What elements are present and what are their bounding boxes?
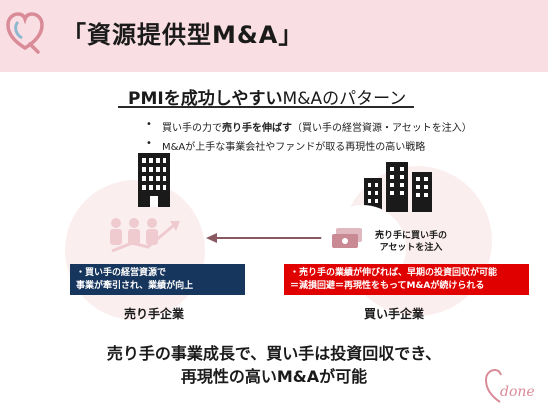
inject-label: 売り手に買い手の アセットを注入 (374, 230, 448, 254)
seller-circle (65, 180, 205, 320)
bullet-item-1: • 買い手の力で売り手を伸ばす（買い手の経営資源・アセットを注入） (146, 119, 472, 134)
bullet-1-post: （買い手の経営資源・アセットを注入） (292, 123, 472, 134)
brand-text: done (500, 384, 535, 400)
bullet-dot: • (146, 138, 152, 149)
seller-label: 売り手企業 (124, 307, 185, 321)
arrow-left-icon (206, 233, 334, 243)
bullet-1-pre: 買い手の力で (162, 123, 222, 134)
buyer-effect-line-1: ・売り手の業績が伸びれば、早期の投資回収が可能 (290, 268, 498, 278)
header-band: 「資源提供型M&A」 (0, 0, 548, 72)
bullet-item-2: • M&Aが上手な事業会社やファンドが取る再現性の高い戦略 (146, 138, 426, 153)
buyer-effect-line-2: ＝減損回避＝再現性をもってM&Aが続けられる (290, 281, 485, 291)
bullet-dot: • (146, 119, 152, 130)
bullet-1-bold: 売り手を伸ばす (222, 123, 292, 134)
buyer-effect-box: ・売り手の業績が伸びれば、早期の投資回収が可能 ＝減損回避＝再現性をもってM&A… (284, 264, 529, 295)
seller-effect-line-2: 事業が牽引され、業績が向上 (76, 281, 194, 291)
inject-line-1: 売り手に買い手の (374, 231, 447, 241)
buyer-label: 買い手企業 (364, 307, 425, 321)
conclusion-line-2: 再現性の高いM&Aが可能 (180, 367, 368, 386)
city-buildings-icon (364, 162, 432, 212)
inject-line-2: アセットを注入 (379, 243, 443, 253)
page-title: 「資源提供型M&A」 (62, 21, 304, 49)
brand-logo: done (484, 368, 535, 403)
seller-effect-box: ・買い手の経営資源で 事業が牽引され、業績が向上 (70, 264, 245, 295)
subtitle-underline (118, 106, 414, 108)
office-building-icon (138, 153, 170, 207)
bullet-2-text: M&Aが上手な事業会社やファンドが取る再現性の高い戦略 (162, 142, 426, 153)
slide-subtitle: PMIを成功しやすいM&Aのパターン (128, 84, 406, 109)
seller-effect-line-1: ・買い手の経営資源で (76, 268, 167, 278)
conclusion-line-1: 売り手の事業成長で、買い手は投資回収でき、 (106, 344, 442, 363)
logo-heart-icon (6, 12, 44, 54)
growth-people-icon (110, 218, 180, 253)
money-icon (332, 228, 362, 248)
subtitle-bold: PMIを成功しやすい (128, 89, 283, 109)
subtitle-rest: M&Aのパターン (282, 89, 407, 109)
brand-heart-icon (484, 368, 502, 403)
